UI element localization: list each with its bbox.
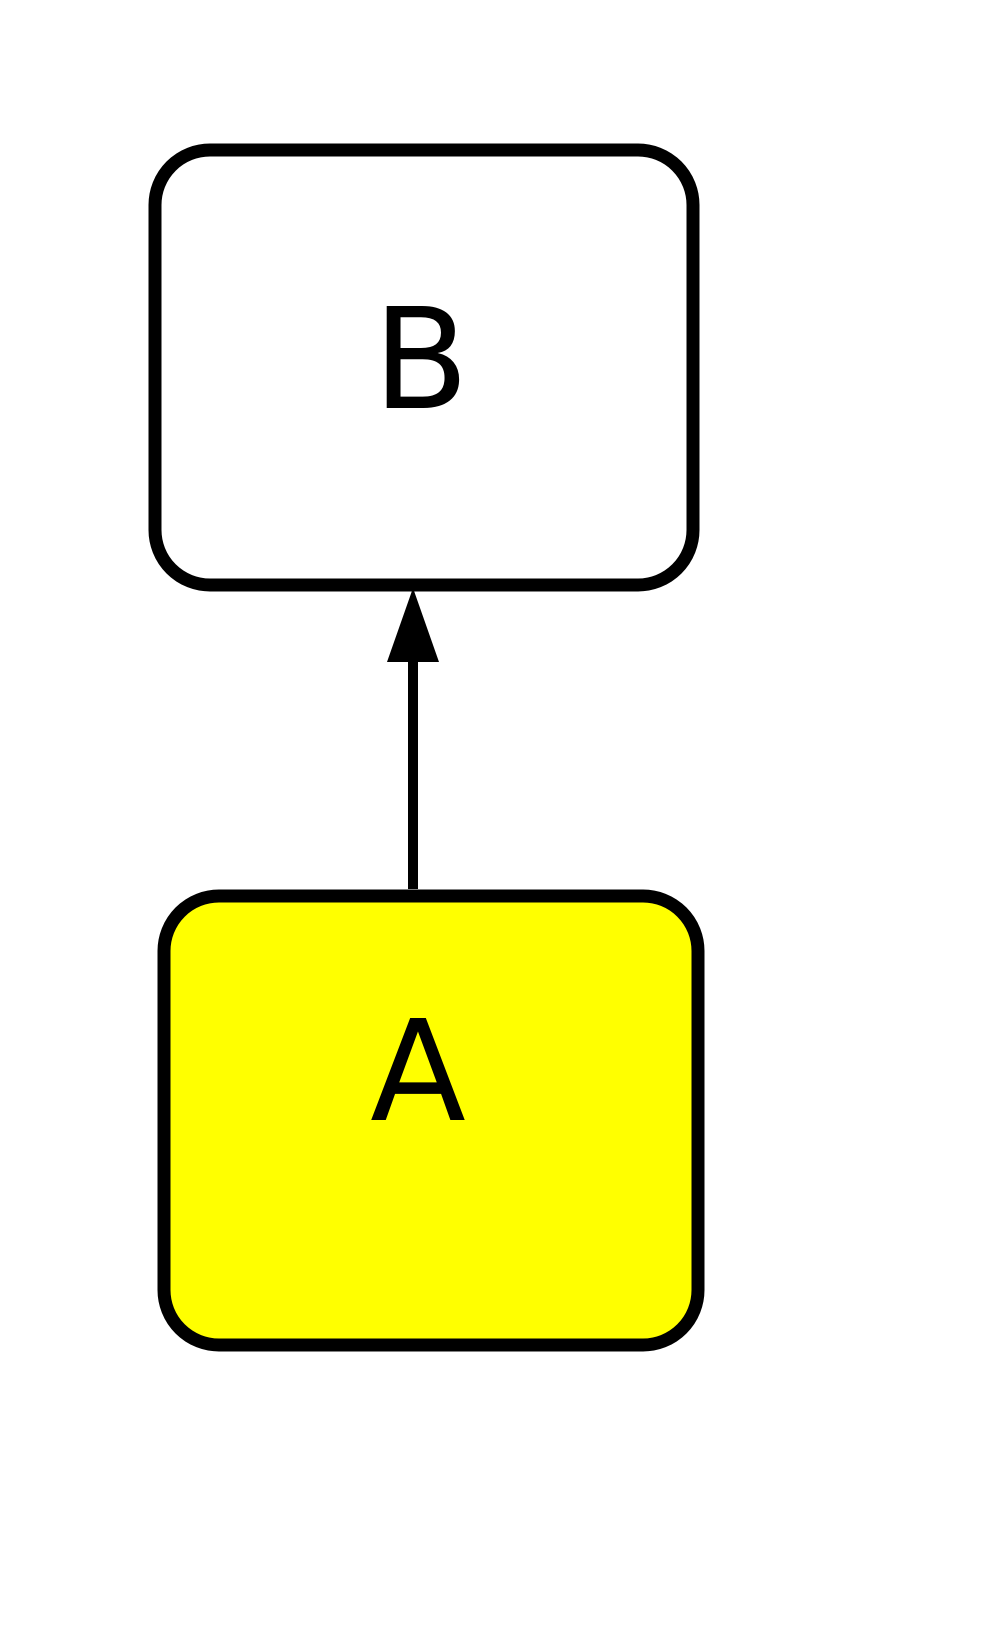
node-a-label: A (370, 991, 466, 1154)
edge-a-to-b[interactable] (387, 588, 439, 889)
node-a[interactable]: A (157, 889, 705, 1352)
node-a-shape (157, 889, 705, 1352)
node-b[interactable]: B (148, 143, 700, 592)
edge-a-to-b-arrowhead-icon (387, 588, 439, 662)
node-b-label: B (373, 279, 469, 442)
node-b-shape (148, 143, 700, 592)
